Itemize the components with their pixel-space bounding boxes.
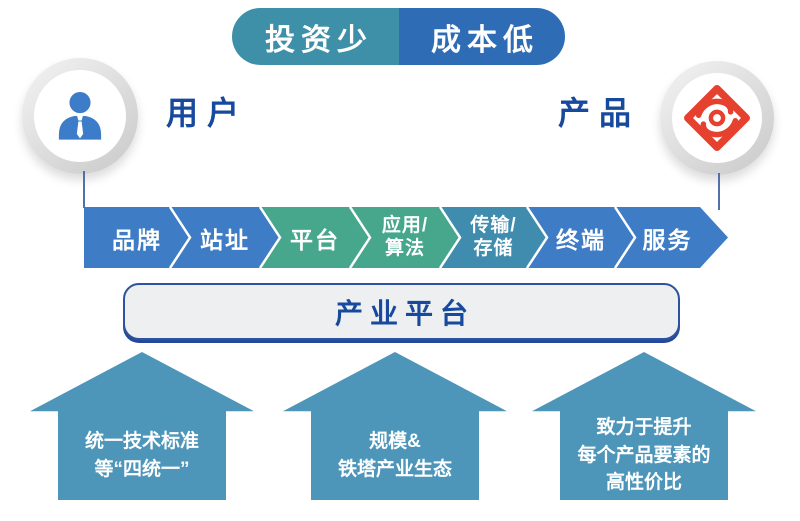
product-circle-inner	[672, 73, 762, 163]
support-arrow-text: 致力于提升 每个产品要素的 高性价比	[577, 417, 711, 494]
process-chain: 品牌 站址 平台 应用/ 算法传输/ 存储 终端 服务	[84, 206, 732, 269]
chain-segment-label: 传输/ 存储	[470, 214, 517, 259]
support-arrow-ecosystem: 规模& 铁塔产业生态	[283, 352, 507, 500]
banner-pill-low-cost: 成本低	[399, 8, 565, 65]
chain-segment-shape	[615, 207, 728, 268]
chain-segment-shape	[260, 207, 370, 268]
product-label: 产品	[558, 95, 641, 131]
chain-segment-label: 应用/ 算法	[381, 214, 429, 259]
user-circle-inner	[34, 70, 126, 162]
china-tower-logo-icon	[684, 85, 750, 151]
user-circle	[22, 58, 138, 174]
banner-label: 投资少	[265, 23, 373, 57]
support-arrow-standards: 统一技术标准 等“四统一”	[30, 352, 254, 500]
chain-segment-shape	[350, 207, 460, 268]
industry-platform-label: 产业平台	[334, 297, 475, 329]
person-icon	[58, 92, 102, 140]
chain-separator-line	[168, 206, 192, 269]
product-connector-line	[718, 173, 720, 210]
banner-pill-low-investment: 投资少	[232, 8, 400, 65]
chain-separator-line	[258, 206, 282, 269]
user-label: 用户	[166, 95, 249, 131]
chain-segment-label: 品牌	[112, 226, 162, 253]
chain-segment-shape	[527, 207, 635, 268]
chain-segment-shape	[170, 207, 280, 268]
chain-segment-shape	[440, 207, 547, 268]
chain-segment-label: 站址	[200, 226, 250, 253]
chain-separator-line	[525, 206, 549, 269]
chain-separator-line	[348, 206, 372, 269]
chain-separator-line	[438, 206, 462, 269]
chain-separator-line	[613, 206, 637, 269]
chain-segment-label: 平台	[290, 226, 340, 253]
chain-segment-shape	[84, 207, 190, 268]
product-circle	[660, 61, 774, 175]
chain-segment-label: 终端	[556, 226, 606, 253]
support-arrow-cost-performance: 致力于提升 每个产品要素的 高性价比	[532, 352, 756, 500]
support-arrow-text: 规模& 铁塔产业生态	[337, 431, 452, 480]
user-connector-line	[83, 171, 85, 208]
support-arrow-text: 统一技术标准 等“四统一”	[84, 431, 199, 480]
industry-platform-pill: 产业平台	[123, 283, 680, 340]
chain-segment-label: 服务	[642, 226, 693, 253]
process-chain-graphic	[84, 206, 728, 269]
banner-label: 成本低	[431, 23, 539, 57]
